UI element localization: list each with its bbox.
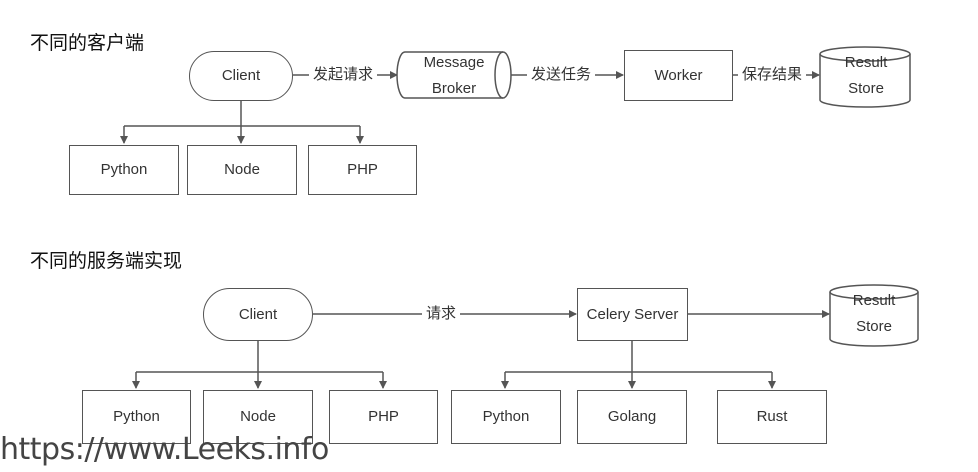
- server-python-node: Python: [451, 390, 561, 444]
- client2-php-node: PHP: [329, 390, 438, 444]
- message-broker-label: Message Broker: [423, 54, 485, 97]
- worker-node: Worker: [624, 50, 733, 101]
- client2-python-node: Python: [82, 390, 191, 444]
- client-node-node: Node: [187, 145, 297, 195]
- section-title-clients: 不同的客户端: [30, 33, 145, 54]
- result-store-label-1: Result Store: [844, 54, 888, 97]
- edge-label-send-request: 发起请求: [309, 66, 378, 84]
- result-store-label-2: Result Store: [852, 292, 896, 335]
- client-python-node: Python: [69, 145, 179, 195]
- edge-label-request: 请求: [422, 305, 461, 323]
- celery-server-node: Celery Server: [577, 288, 688, 341]
- result-store-cylinder-2: [829, 284, 919, 347]
- message-broker-cylinder: [396, 51, 512, 99]
- client-node-2: Client: [203, 288, 313, 341]
- section-title-servers: 不同的服务端实现: [30, 251, 183, 272]
- watermark-url: https://www.Leeks.info: [0, 432, 329, 467]
- server-golang-node: Golang: [577, 390, 687, 444]
- edge-label-dispatch-task: 发送任务: [527, 66, 596, 84]
- result-store-cylinder-1: [819, 46, 911, 108]
- client-php-node: PHP: [308, 145, 417, 195]
- server-rust-node: Rust: [717, 390, 827, 444]
- client2-node-node: Node: [203, 390, 313, 444]
- edge-label-save-result: 保存结果: [738, 66, 807, 84]
- client-node: Client: [189, 51, 293, 101]
